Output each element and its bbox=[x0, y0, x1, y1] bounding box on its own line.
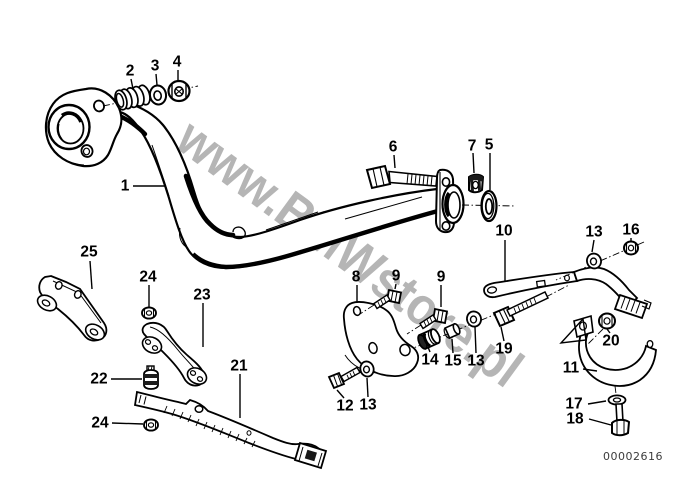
callout-10: 10 bbox=[495, 223, 512, 240]
callout-6: 6 bbox=[389, 139, 398, 156]
pipe-rear-flange bbox=[434, 168, 517, 234]
callout-7: 7 bbox=[468, 138, 477, 155]
callout-24b: 24 bbox=[91, 415, 109, 432]
part-mount-22 bbox=[143, 365, 159, 390]
part-gasket-5 bbox=[480, 189, 498, 223]
part-nut-24b bbox=[143, 418, 159, 432]
callout-12: 12 bbox=[336, 398, 353, 415]
part-washer-13c bbox=[466, 310, 482, 328]
callout-24a: 24 bbox=[139, 269, 157, 286]
callout-15: 15 bbox=[444, 353, 462, 370]
part-bar-21 bbox=[133, 390, 328, 470]
part-nut-16 bbox=[623, 240, 639, 256]
callout-20: 20 bbox=[602, 333, 619, 350]
callout-22: 22 bbox=[90, 371, 107, 388]
callout-14: 14 bbox=[421, 352, 439, 369]
part-washer-17 bbox=[607, 394, 627, 406]
part-bracket-23 bbox=[141, 321, 208, 387]
part-bolt-9a bbox=[359, 288, 403, 315]
callout-13c: 13 bbox=[467, 353, 485, 370]
part-nut-7 bbox=[468, 173, 485, 194]
part-nut-20 bbox=[587, 312, 616, 345]
callout-1: 1 bbox=[121, 178, 130, 195]
callout-11: 11 bbox=[563, 360, 580, 377]
callout-2: 2 bbox=[126, 63, 135, 80]
callout-3: 3 bbox=[151, 58, 160, 75]
pipe-front-flange bbox=[44, 87, 123, 168]
doc-number: 00002616 bbox=[603, 450, 663, 463]
part-washer-13b bbox=[359, 360, 375, 378]
callout-labels: 1 2 3 4 6 7 5 10 13 16 25 24 23 8 9 9 22… bbox=[80, 54, 640, 432]
callout-18: 18 bbox=[566, 411, 584, 428]
part-bolt-9b bbox=[406, 307, 449, 335]
callout-21: 21 bbox=[230, 358, 248, 375]
callout-4: 4 bbox=[173, 54, 182, 71]
callout-25: 25 bbox=[80, 244, 98, 261]
part-bolt-6 bbox=[365, 164, 438, 190]
part-bolt-19 bbox=[492, 284, 570, 328]
callout-17: 17 bbox=[565, 396, 582, 413]
part-nut-24a bbox=[141, 306, 157, 320]
part-spring-washer-nut bbox=[102, 79, 199, 111]
callout-13a: 13 bbox=[585, 224, 603, 241]
part-bracket-25 bbox=[36, 275, 108, 342]
leader-lines bbox=[89, 70, 632, 426]
callout-23: 23 bbox=[193, 287, 211, 304]
callout-19: 19 bbox=[495, 341, 513, 358]
callout-5: 5 bbox=[485, 137, 494, 154]
callout-13b: 13 bbox=[359, 397, 377, 414]
part-bushing-14 bbox=[417, 328, 441, 350]
part-bolt-12 bbox=[327, 366, 361, 390]
part-bolt-18 bbox=[611, 403, 631, 437]
callout-9b: 9 bbox=[437, 269, 446, 286]
part-spacer-15 bbox=[443, 322, 461, 340]
part-clamp-11 bbox=[559, 314, 657, 434]
callout-8: 8 bbox=[352, 269, 361, 286]
callout-9a: 9 bbox=[392, 268, 401, 285]
callout-16: 16 bbox=[622, 222, 640, 239]
